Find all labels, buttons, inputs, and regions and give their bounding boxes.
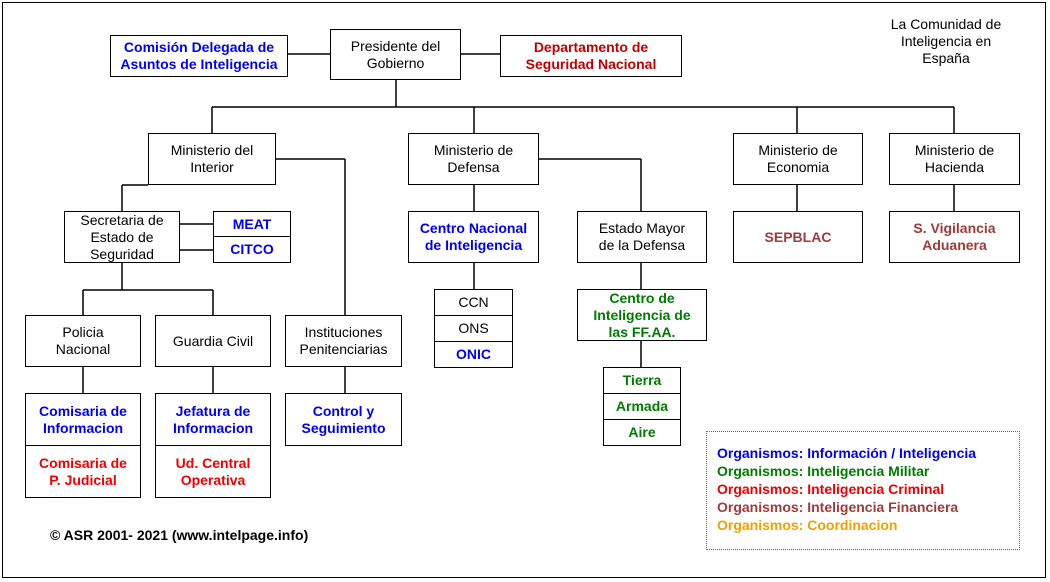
jefatura-informacion-box: Jefatura de Informacion (155, 393, 271, 446)
ministerio-hacienda-box: Ministerio de Hacienda (889, 133, 1020, 185)
citco-box: CITCO (213, 236, 291, 263)
legend-item-financiera: Organismos: Inteligencia Financiera (717, 499, 959, 515)
ccn-box: CCN (434, 289, 513, 316)
legend-item-informacion: Organismos: Información / Inteligencia (717, 445, 977, 461)
aire-box: Aire (603, 419, 681, 446)
instituciones-penitenciarias-box: Instituciones Penitenciarias (285, 315, 402, 367)
comisaria-judicial-box: Comisaria de P. Judicial (25, 445, 141, 498)
legend-item-coordinacion: Organismos: Coordinacion (717, 517, 898, 533)
diagram-title: La Comunidad de Inteligencia en España (890, 16, 1002, 66)
legend-item-criminal: Organismos: Inteligencia Criminal (717, 481, 945, 497)
control-seguimiento-box: Control y Seguimiento (285, 393, 402, 446)
secretaria-estado-box: Secretaria de Estado de Seguridad (64, 211, 180, 263)
emad-box: Estado Mayor de la Defensa (577, 211, 707, 263)
ministerio-defensa-box: Ministerio de Defensa (408, 133, 539, 185)
cni-box: Centro Nacional de Inteligencia (408, 211, 539, 263)
armada-box: Armada (603, 393, 681, 420)
ud-central-operativa-box: Ud. Central Operativa (155, 445, 271, 498)
cifas-box: Centro de Inteligencia de las FF.AA. (577, 289, 707, 341)
copyright-text: © ASR 2001- 2021 (www.intelpage.info) (50, 527, 309, 543)
dsn-box: Departamento de Seguridad Nacional (500, 35, 682, 77)
comision-delegada-box: Comisión Delegada de Asuntos de Intelige… (110, 35, 288, 77)
svigilancia-box: S. Vigilancia Aduanera (889, 211, 1020, 263)
tierra-box: Tierra (603, 367, 681, 394)
ministerio-economia-box: Ministerio de Economia (733, 133, 863, 185)
meat-box: MEAT (213, 211, 291, 237)
legend-item-militar: Organismos: Inteligencia Militar (717, 463, 930, 479)
onic-box: ONIC (434, 341, 513, 368)
policia-nacional-box: Policia Nacional (25, 315, 141, 367)
ons-box: ONS (434, 315, 513, 342)
legend: Organismos: Información / Inteligencia O… (706, 431, 1020, 550)
guardia-civil-box: Guardia Civil (155, 315, 271, 367)
sepblac-box: SEPBLAC (733, 211, 863, 263)
presidente-box: Presidente del Gobierno (330, 29, 461, 80)
ministerio-interior-box: Ministerio del Interior (148, 133, 276, 185)
comisaria-informacion-box: Comisaria de Informacion (25, 393, 141, 446)
